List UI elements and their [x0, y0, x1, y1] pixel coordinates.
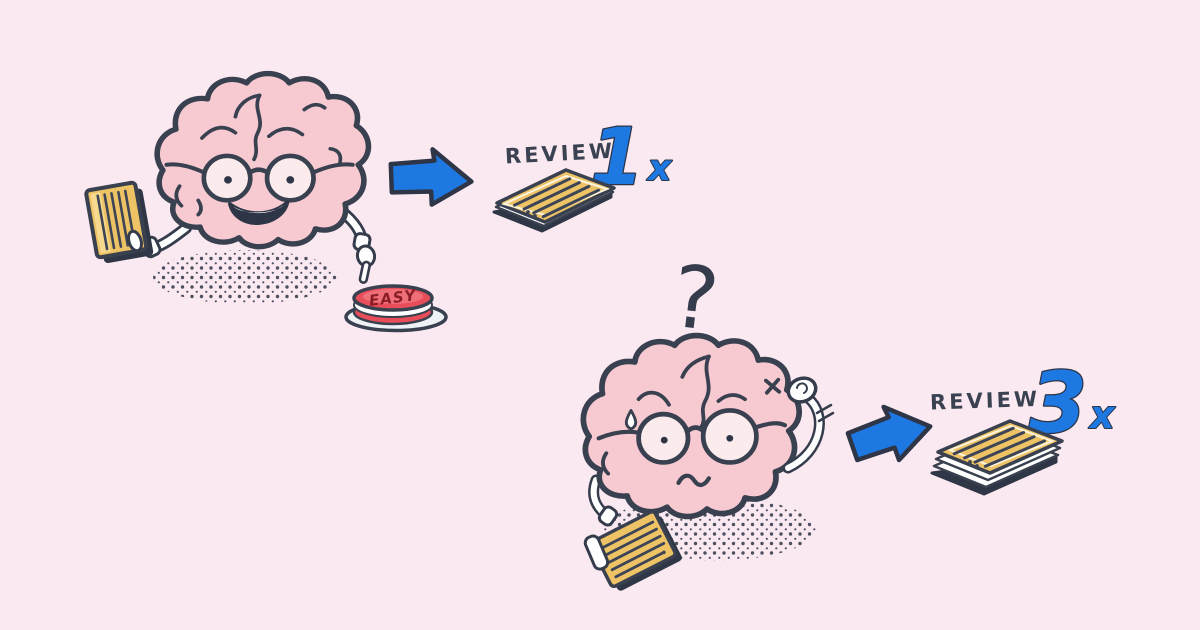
brain-creases [174, 93, 343, 217]
confused-brain-character [583, 336, 799, 517]
smile-mouth [227, 200, 290, 225]
easy-button-icon: EASY [344, 284, 448, 333]
left-pupil [660, 436, 668, 444]
sweat-drop-icon [624, 409, 638, 431]
happy-brain-character [157, 74, 368, 247]
pointing-hand [355, 244, 377, 284]
flashcard-icon [492, 168, 616, 233]
gripping-fingers [583, 534, 610, 571]
gripping-fingers [127, 229, 143, 253]
review-label: REVIEW [504, 139, 615, 169]
times-suffix: x [646, 148, 673, 189]
right-pupil [726, 434, 734, 442]
left-arm [588, 474, 619, 527]
flashcard-stack-icon [930, 419, 1064, 496]
flashcard-in-hand-icon [583, 510, 682, 591]
left-pupil [224, 176, 232, 184]
halftone-shadow [153, 250, 337, 304]
fist-hand [786, 376, 818, 404]
worried-mouth [676, 473, 712, 488]
brain-creases [601, 354, 782, 476]
right-pupil [286, 176, 295, 184]
easy-button-label: EASY [368, 286, 418, 310]
happy-brain-scene: EASY REVIEW 1 x [84, 74, 674, 333]
scratching-arm [782, 376, 835, 474]
confused-brain-scene: ? [581, 247, 1117, 591]
times-suffix: x [1088, 393, 1116, 437]
review-label: REVIEW [930, 387, 1041, 415]
